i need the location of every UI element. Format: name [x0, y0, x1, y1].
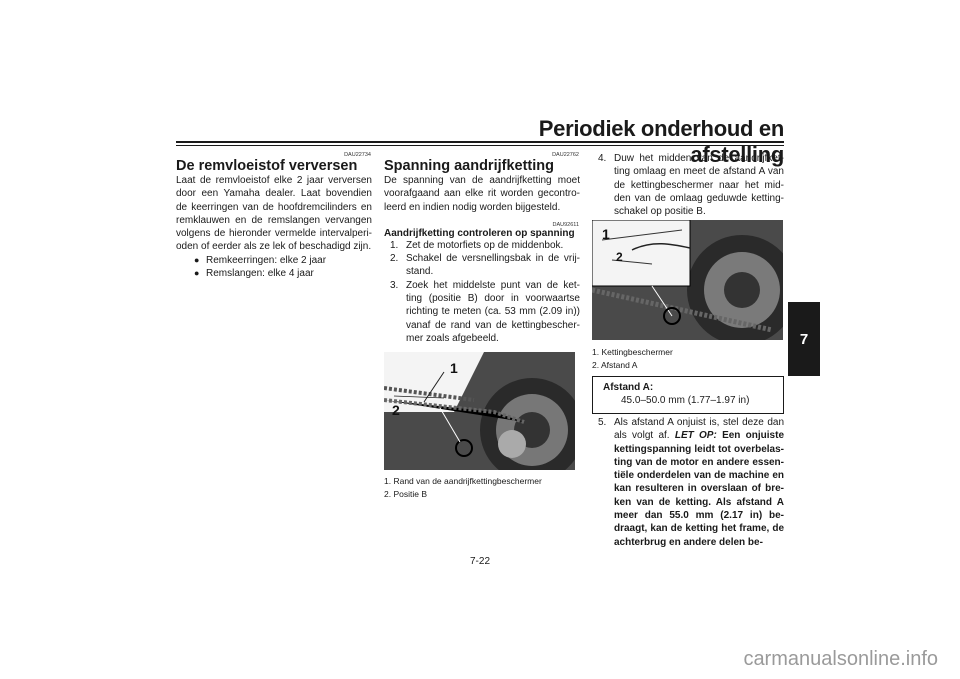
list-item: ●Remkeerringen: elke 2 jaar — [194, 254, 327, 266]
caution-label: LET OP: — [674, 430, 717, 442]
list-item: ●Remslangen: elke 4 jaar — [194, 268, 314, 280]
figure-caption: 1. Rand van de aandrijfkettingbeschermer… — [384, 476, 542, 499]
spec-box: Afstand A: 45.0–50.0 mm (1.77–1.97 in) — [592, 376, 784, 414]
callout-1: 1 — [450, 360, 458, 376]
spec-label: Afstand A: — [603, 382, 654, 393]
chain-deflection-illustration: 1 2 — [592, 220, 783, 340]
list-item: 4.Duw het midden van de aandrijfket-ting… — [598, 153, 784, 218]
chapter-tab[interactable]: 7 — [788, 302, 820, 376]
section-code: DAU92611 — [552, 221, 580, 228]
middle-column: DAU22762 Spanning aandrijfketting De spa… — [384, 152, 580, 345]
callout-1: 1 — [602, 226, 610, 242]
page-title: Periodiek onderhoud en afstelling — [538, 116, 785, 167]
watermark[interactable]: carmanualsonline.info — [743, 648, 938, 670]
list-item: 3.Zoek het middelste punt van de ket-tin… — [390, 279, 580, 344]
chain-tension-paragraph: De spanning van de aandrijfketting moet … — [384, 175, 580, 213]
callout-2: 2 — [392, 402, 400, 418]
list-item: 1.Zet de motorfiets op de middenbok. — [390, 239, 564, 251]
header-rule — [176, 141, 784, 143]
section-code: DAU22762 — [552, 152, 579, 158]
subsection-heading: Aandrijfketting controleren op spanning — [384, 227, 575, 239]
bullet-icon: ● — [194, 254, 200, 265]
caution-text: Een onjuiste kettingspanning leidt tot o… — [614, 430, 785, 548]
list-item: 2.Schakel de versnellingsbak in de vrij-… — [390, 253, 580, 278]
section-code: DAU22734 — [344, 152, 371, 158]
callout-2: 2 — [616, 250, 623, 264]
spec-value: 45.0–50.0 mm (1.77–1.97 in) — [621, 395, 750, 406]
right-column-step5: 5. Als afstand A onjuist is, stel deze d… — [592, 416, 784, 549]
left-column: DAU22734 De remvloeistof verversen Laat … — [176, 152, 372, 280]
figure-caption: 1. Kettingbeschermer 2. Afstand A — [592, 347, 673, 370]
header-rule-thin — [176, 145, 784, 146]
bullet-icon: ● — [194, 268, 200, 279]
chain-guard-photo-icon — [384, 352, 575, 470]
chain-deflection-photo-icon — [592, 220, 783, 340]
list-item: 5. Als afstand A onjuist is, stel deze d… — [598, 417, 785, 548]
right-column: 4.Duw het midden van de aandrijfket-ting… — [592, 152, 784, 218]
brake-fluid-paragraph: Laat de remvloeistof elke 2 jaar ververs… — [176, 175, 372, 253]
section-heading-chain-tension: Spanning aandrijfketting — [384, 158, 554, 174]
section-heading-brake-fluid: De remvloeistof verversen — [176, 158, 358, 174]
chain-position-illustration: 1 2 — [384, 352, 575, 470]
page-number: 7-22 — [469, 556, 490, 567]
